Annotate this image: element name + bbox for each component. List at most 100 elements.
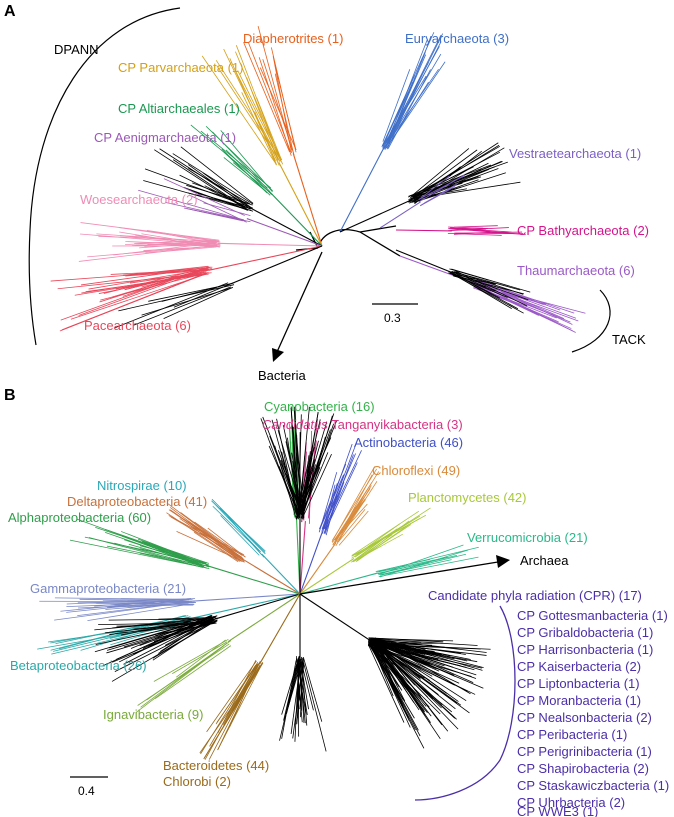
branch-fan-nitrospirae-branch [212, 505, 260, 552]
branch-fan-cpr-black-branch [370, 638, 426, 713]
branch-fan-woesearchaeota-branch [113, 242, 217, 256]
branch-fan-cpr-black-branch [368, 642, 425, 749]
branch-fan-vestraetearchaeota-stem [379, 201, 421, 229]
branch-fan-black-bottom-branch [299, 658, 309, 710]
branch-fan-deltaproteobacteria [166, 502, 301, 595]
branch-fan-cp-altiarchaeales-branch [223, 157, 267, 192]
branch-fan-cp-aenigmarchaeota-branch [138, 189, 244, 221]
branch-fan-black-left-branch [112, 616, 216, 629]
branch-fan-cp-altiarchaeales [190, 124, 323, 247]
panel-a-letter: A [4, 3, 16, 20]
branch-fan-cp-parvarchaeota-branch [201, 55, 276, 163]
branch-fan-nitrospirae-branch [211, 500, 262, 553]
branch-fan-black-bottom-branch [281, 660, 297, 739]
branch-fan-black-top-branch [295, 465, 313, 518]
cpr-bracket [414, 605, 516, 801]
branch-fan-cpr-black-branch [367, 645, 472, 677]
branch-fan-bacteroidetes-branch [217, 663, 263, 751]
branch-fan-black-top-right-stem [339, 199, 413, 233]
branch-fan-cpr-black-branch [370, 639, 442, 709]
branch-fan-black-top-branch [295, 431, 299, 514]
clade-label-pacearchaeota: Pacearchaeota (6) [84, 318, 191, 333]
branch-fan-bacteroidetes-branch [209, 664, 258, 747]
branch-fan-black-left-branch [112, 619, 215, 663]
branch-fan-black-top-left-branch [187, 192, 250, 209]
branch-fan-black-top-left-stem [248, 206, 323, 247]
branch-fan-euryarchaeota-stem [339, 145, 386, 233]
branch-fan-thaumarchaeota-branch [478, 282, 577, 319]
bacteria-arrow [276, 251, 323, 353]
branch-fan-nitrospirae-stem [261, 553, 301, 595]
cpr-title: Candidate phyla radiation (CPR) (17) [428, 588, 642, 603]
branch-fan-black-lower-left-branch [113, 282, 229, 329]
branch-fan-black-bottom-branch [286, 662, 301, 714]
branch-fan-cp-altiarchaeales-branch [232, 162, 273, 195]
branch-fan-planctomycetes-branch [354, 507, 431, 558]
branch-fan-cp-parvarchaeota-branch [256, 97, 282, 161]
branch-fan-cpr-black-branch [368, 640, 422, 643]
branch-fan-verrucomicrobia-branch [375, 558, 431, 572]
branch-fan-cp-aenigmarchaeota-branch [203, 202, 251, 217]
branch-fan-chloroflexi-branch [338, 510, 369, 546]
branch-fan-bacteroidetes-branch [217, 660, 257, 734]
branch-fan-pacearchaeota-branch [130, 265, 209, 276]
branch-fan-euryarchaeota-branch [382, 69, 411, 142]
branch-fan-black-left-branch [111, 619, 218, 682]
branch-fan-chloroflexi-branch [336, 496, 364, 543]
branch-fan-alphaproteobacteria-branch [144, 541, 207, 564]
branch-fan-cp-altiarchaeales-branch [221, 148, 268, 194]
branch-fan-euryarchaeota-branch [381, 75, 415, 147]
branch-fan-black-bottom-branch [281, 656, 300, 715]
branch-fan-planctomycetes-branch [352, 518, 420, 557]
branch-fan-deltaproteobacteria-branch [166, 512, 240, 562]
branch-fan-cp-parvarchaeota-branch [250, 106, 281, 163]
branch-fan-black-lower-left-branch [163, 287, 233, 319]
branch-fan-cp-bathyarchaeota-branch [452, 227, 515, 235]
cpr-member: CP Staskawiczbacteria (1) [517, 778, 669, 793]
cpr-member: CP Perigrinibacteria (1) [517, 744, 652, 759]
branch-fan-actinobacteria-branch [318, 463, 347, 530]
branch-fan-gammaproteobacteria [39, 593, 301, 622]
cpr-member: CP Kaiserbacteria (2) [517, 659, 641, 674]
branch-fan-cpr-black-branch [368, 637, 444, 643]
branch-fan-black-left-branch [158, 619, 214, 627]
branch-fan-alphaproteobacteria-stem [205, 564, 301, 595]
branch-fan-bacteroidetes [199, 593, 301, 760]
branch-fan-alphaproteobacteria-branch [139, 552, 210, 569]
branch-fan-cpr-black-branch [369, 643, 400, 688]
scale-label-a: 0.3 [384, 311, 401, 325]
branch-fan-ignavibacteria-branch [154, 645, 232, 699]
branch-fan-chloroflexi [299, 466, 380, 595]
branch-fan-nitrospirae [211, 498, 301, 595]
branch-fan-cpr-black-branch [375, 642, 439, 660]
branch-fan-gammaproteobacteria-branch [105, 601, 195, 610]
cpr-member: CP Nealsonbacteria (2) [517, 710, 652, 725]
archaea-arrowhead [496, 555, 510, 568]
branch-fan-cpr-black-stem [299, 593, 373, 643]
branch-fan-chloroflexi-branch [332, 488, 371, 545]
branch-fan-black-bottom [279, 594, 327, 752]
clade-label-cyanobacteria: Cyanobacteria (16) [264, 399, 375, 414]
panel-b: B Archaea 0.4 Cyanobacteria (16) Candida… [4, 387, 669, 817]
clade-label-nitrospirae: Nitrospirae (10) [97, 478, 187, 493]
branch-fan-vestraetearchaeota-branch [418, 175, 450, 201]
branch-fan-cpr-black-branch [372, 639, 459, 702]
branch-fan-woesearchaeota-branch [143, 245, 221, 251]
branch-fan-diapherotrites-branch [258, 57, 292, 156]
branch-fan-black-top-branch [302, 453, 332, 518]
clade-label-betaproteobacteria: Betaproteobacteria (26) [10, 658, 147, 673]
cpr-member: CP Uhrbacteria (2) [517, 795, 625, 810]
branch-fan-black-top-right [339, 142, 521, 233]
branch-fan-diapherotrites-branch [262, 59, 295, 155]
branch-fan-black-top-branch [290, 406, 298, 513]
clade-label-cp-aenigmarchaeota: CP Aenigmarchaeota (1) [94, 130, 236, 145]
branch-fan-cp-parvarchaeota [201, 45, 323, 247]
branch-fan-cpr-black-branch [371, 640, 477, 676]
branch-fan-actinobacteria-branch [321, 474, 345, 532]
branch-fan-nitrospirae-branch [220, 515, 260, 556]
clade-label-ignavibacteria: Ignavibacteria (9) [103, 707, 203, 722]
branch-fan-black-top-branch [299, 440, 319, 514]
branch-fan-cpr-black-branch [373, 637, 426, 650]
branch-fan-planctomycetes-branch [356, 522, 412, 562]
archaea-arrow [299, 561, 499, 595]
